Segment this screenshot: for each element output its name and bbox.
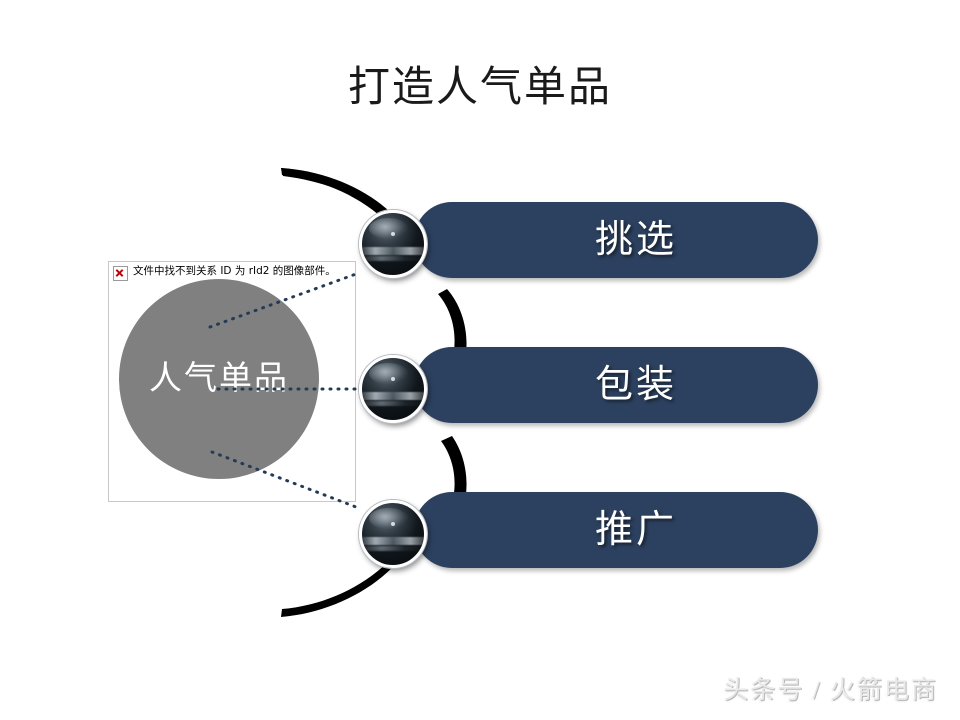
process-bar-1-label: 挑选 — [594, 219, 677, 261]
badge-band-1 — [362, 247, 424, 256]
footer-watermark: 头条号 / 火箭电商 — [723, 677, 938, 704]
broken-image-placeholder: 文件中找不到关系 ID 为 rId2 的图像部件。 人气单品 — [108, 261, 356, 502]
page-title: 打造人气单品 — [347, 65, 612, 111]
badge-band2-3 — [362, 546, 424, 551]
badge-band2-2 — [362, 401, 424, 406]
globe-photo-icon-2 — [359, 355, 427, 423]
badge-band-3 — [362, 537, 424, 546]
red-x-icon — [113, 266, 128, 281]
broken-image-message: 文件中找不到关系 ID 为 rId2 的图像部件。 — [113, 265, 351, 281]
hub-label: 人气单品 — [149, 360, 289, 397]
process-bar-1[interactable]: 挑选 — [414, 202, 818, 278]
badge-glint-1 — [369, 217, 408, 240]
hub-circle: 人气单品 — [119, 279, 319, 479]
badge-glint-3 — [369, 507, 408, 530]
badge-band2-1 — [362, 256, 424, 261]
badge-spot-1 — [390, 231, 395, 236]
process-bar-3-label: 推广 — [594, 509, 677, 551]
badge-spot-2 — [390, 376, 395, 381]
globe-photo-icon-3 — [359, 500, 427, 568]
badge-glint-2 — [369, 362, 408, 385]
process-bar-3[interactable]: 推广 — [414, 492, 818, 568]
globe-photo-icon-1 — [359, 210, 427, 278]
badge-spot-3 — [390, 521, 395, 526]
broken-image-text: 文件中找不到关系 ID 为 rId2 的图像部件。 — [133, 265, 336, 277]
badge-band-2 — [362, 392, 424, 401]
process-bar-2[interactable]: 包装 — [414, 347, 818, 423]
process-bar-2-label: 包装 — [594, 364, 677, 406]
